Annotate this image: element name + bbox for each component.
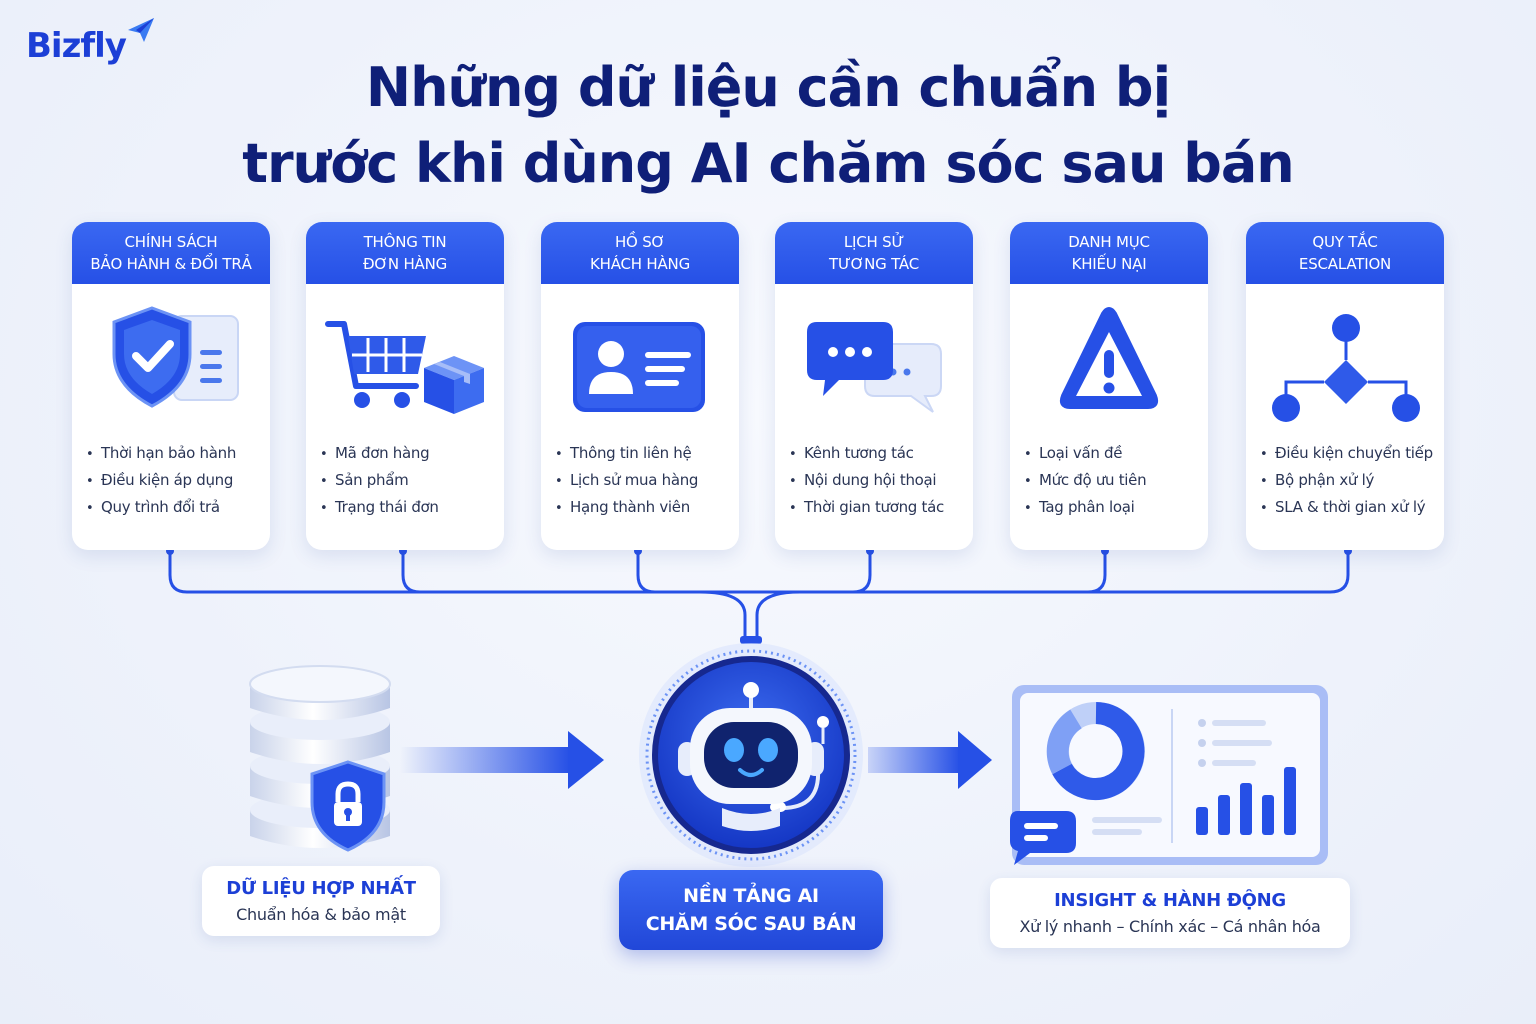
card-item-list: Kênh tương tác Nội dung hội thoại Thời g… (789, 440, 969, 521)
ai-robot-icon (639, 643, 863, 867)
list-item: Bộ phận xử lý (1260, 467, 1440, 494)
list-item: Lịch sử mua hàng (555, 467, 735, 494)
card-header: QUY TẮC ESCALATION (1246, 222, 1444, 284)
list-item: SLA & thời gian xử lý (1260, 494, 1440, 521)
list-item: Loại vấn đề (1024, 440, 1204, 467)
card-customer-profile: HỒ SƠ KHÁCH HÀNG Thông tin liên hệ Lịch … (541, 222, 739, 550)
card-header-line2: KHÁCH HÀNG (589, 255, 691, 273)
analytics-dashboard-icon (1010, 685, 1328, 865)
list-item: Sản phẩm (320, 467, 500, 494)
ai-platform-line2: CHĂM SÓC SAU BÁN (645, 913, 857, 935)
list-item: Trạng thái đơn (320, 494, 500, 521)
card-header-line2: KHIẾU NẠI (1071, 255, 1147, 273)
card-header-line1: DANH MỤC (1068, 233, 1150, 251)
title-line-2: trước khi dùng AI chăm sóc sau bán (242, 132, 1295, 195)
card-header: THÔNG TIN ĐƠN HÀNG (306, 222, 504, 284)
arrow-right-icon (868, 731, 992, 789)
card-header-line2: ĐƠN HÀNG (362, 255, 448, 273)
card-header: CHÍNH SÁCH BẢO HÀNH & ĐỔI TRẢ (72, 222, 270, 284)
shopping-cart-box-icon (325, 321, 484, 414)
list-item: Thời hạn bảo hành (86, 440, 266, 467)
chat-bubbles-icon (807, 322, 942, 413)
card-header-line1: THÔNG TIN (363, 233, 447, 251)
card-header-line2: BẢO HÀNH & ĐỔI TRẢ (90, 255, 252, 273)
list-item: Điều kiện chuyển tiếp (1260, 440, 1440, 467)
list-item: Mã đơn hàng (320, 440, 500, 467)
card-item-list: Thông tin liên hệ Lịch sử mua hàng Hạng … (555, 440, 735, 521)
list-item: Hạng thành viên (555, 494, 735, 521)
ai-platform-line1: NỀN TẢNG AI (683, 885, 819, 907)
warning-triangle-icon (1059, 307, 1159, 409)
card-header: DANH MỤC KHIẾU NẠI (1010, 222, 1208, 284)
card-order-info: THÔNG TIN ĐƠN HÀNG Mã đơn hàng Sản phẩm … (306, 222, 504, 550)
card-header-line2: TƯƠNG TÁC (828, 255, 919, 273)
unified-data-box: DỮ LIỆU HỢP NHẤT Chuẩn hóa & bảo mật (202, 866, 440, 936)
card-item-list: Thời hạn bảo hành Điều kiện áp dụng Quy … (86, 440, 266, 521)
card-header: LỊCH SỬ TƯƠNG TÁC (775, 222, 973, 284)
page-title: Những dữ liệu cần chuẩn bị trước khi dùn… (0, 50, 1536, 202)
brand-logo: Bizfly (26, 26, 127, 66)
flowchart-icon (1272, 314, 1420, 422)
paper-plane-icon (128, 18, 154, 42)
card-warranty-policy: CHÍNH SÁCH BẢO HÀNH & ĐỔI TRẢ Thời hạn b… (72, 222, 270, 550)
insight-title: INSIGHT & HÀNH ĐỘNG (1054, 890, 1286, 911)
card-header-line1: QUY TẮC (1312, 233, 1378, 251)
id-card-icon (573, 322, 705, 412)
list-item: Kênh tương tác (789, 440, 969, 467)
card-interaction-history: LỊCH SỬ TƯƠNG TÁC Kênh tương tác Nội dun… (775, 222, 973, 550)
list-item: Tag phân loại (1024, 494, 1204, 521)
card-header-line1: LỊCH SỬ (843, 233, 905, 251)
card-complaint-catalog: DANH MỤC KHIẾU NẠI Loại vấn đề Mức độ ưu… (1010, 222, 1208, 550)
shield-document-icon (112, 306, 239, 408)
card-header-line1: HỒ SƠ (614, 233, 666, 251)
card-escalation-rules: QUY TẮC ESCALATION Điều kiện chuyển tiếp… (1246, 222, 1444, 550)
list-item: Nội dung hội thoại (789, 467, 969, 494)
insight-action-box: INSIGHT & HÀNH ĐỘNG Xử lý nhanh – Chính … (990, 878, 1350, 948)
lock-shield-icon (310, 760, 386, 852)
card-item-list: Điều kiện chuyển tiếp Bộ phận xử lý SLA … (1260, 440, 1440, 521)
card-header: HỒ SƠ KHÁCH HÀNG (541, 222, 739, 284)
list-item: Thông tin liên hệ (555, 440, 735, 467)
title-line-1: Những dữ liệu cần chuẩn bị (365, 56, 1171, 119)
list-item: Điều kiện áp dụng (86, 467, 266, 494)
unified-data-title: DỮ LIỆU HỢP NHẤT (226, 878, 416, 899)
list-item: Thời gian tương tác (789, 494, 969, 521)
list-item: Mức độ ưu tiên (1024, 467, 1204, 494)
insight-subtitle: Xử lý nhanh – Chính xác – Cá nhân hóa (1019, 917, 1321, 936)
list-item: Quy trình đổi trả (86, 494, 266, 521)
arrow-right-icon (400, 731, 604, 789)
ai-platform-box: NỀN TẢNG AI CHĂM SÓC SAU BÁN (619, 870, 883, 950)
card-header-line2: ESCALATION (1298, 255, 1392, 273)
unified-data-subtitle: Chuẩn hóa & bảo mật (236, 905, 406, 924)
card-item-list: Loại vấn đề Mức độ ưu tiên Tag phân loại (1024, 440, 1204, 521)
card-header-line1: CHÍNH SÁCH (124, 233, 218, 251)
card-item-list: Mã đơn hàng Sản phẩm Trạng thái đơn (320, 440, 500, 521)
